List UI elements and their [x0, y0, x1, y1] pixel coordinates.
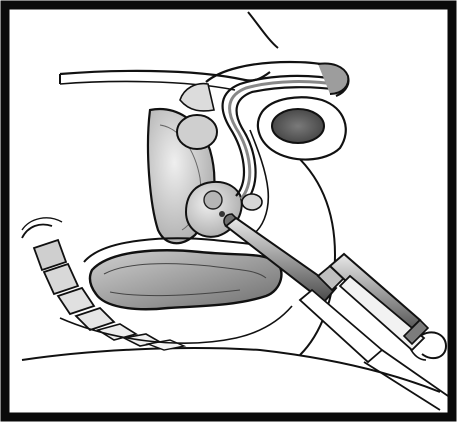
bulbourethral-gland	[242, 194, 262, 210]
rectum	[90, 250, 282, 309]
testis	[272, 109, 324, 143]
urethra-dot	[219, 211, 225, 217]
seminal-vesicle	[177, 115, 217, 149]
prostate-lobe	[204, 191, 222, 209]
